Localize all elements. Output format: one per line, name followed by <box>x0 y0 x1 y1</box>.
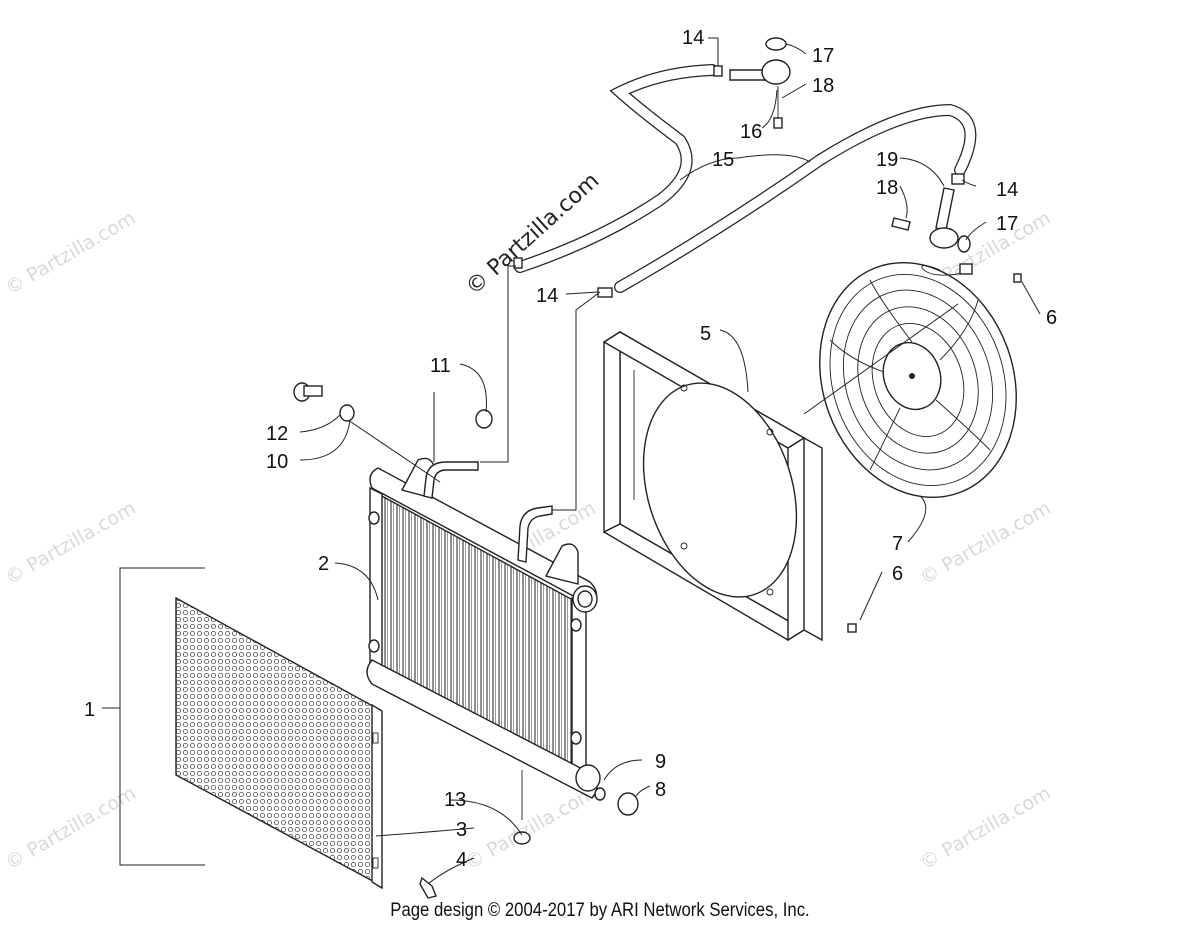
watermark-text: © Partzilla.com <box>2 782 140 874</box>
watermark-text: © Partzilla.com <box>462 782 600 874</box>
watermark-text: © Partzilla.com <box>917 782 1055 874</box>
callout-9: 9 <box>655 751 666 773</box>
copyright-footer: Page design © 2004-2017 by ARI Network S… <box>390 900 810 921</box>
callout-8: 8 <box>655 779 666 801</box>
callout-6-bottom: 6 <box>892 563 903 585</box>
center-watermark: © Partzilla.com <box>461 168 604 300</box>
callout-18-top: 18 <box>812 75 834 97</box>
callout-12: 12 <box>266 423 288 445</box>
part-screen <box>175 596 383 890</box>
watermark-text: © Partzilla.com <box>917 497 1055 589</box>
callout-6-top: 6 <box>1046 307 1057 329</box>
callout-7: 7 <box>892 533 903 555</box>
callout-17-right: 17 <box>996 213 1018 235</box>
watermark-text: © Partzilla.com <box>2 497 140 589</box>
callout-4: 4 <box>456 849 467 871</box>
callout-14-right: 14 <box>996 179 1018 201</box>
callout-10: 10 <box>266 451 288 473</box>
part-hoses <box>513 37 977 298</box>
callout-3: 3 <box>456 819 467 841</box>
part-shroud <box>602 330 823 642</box>
callout-19: 19 <box>876 149 898 171</box>
watermark-text: © Partzilla.com <box>2 207 140 299</box>
callout-13: 13 <box>444 789 466 811</box>
callout-17-top: 17 <box>812 45 834 67</box>
callout-15: 15 <box>712 149 734 171</box>
callout-16: 16 <box>740 121 762 143</box>
part-radiator <box>366 457 601 820</box>
callout-5: 5 <box>700 323 711 345</box>
callout-14-left: 14 <box>536 285 558 307</box>
callout-1: 1 <box>84 699 95 721</box>
callout-18-right: 18 <box>876 177 898 199</box>
callout-14-top: 14 <box>682 27 704 49</box>
part-fan <box>819 261 1017 499</box>
callout-2: 2 <box>318 553 329 575</box>
callout-labels: 1 2 3 4 5 6 6 7 8 9 10 11 12 13 14 14 14… <box>84 27 1057 871</box>
leader-lines <box>110 37 1041 885</box>
callout-11: 11 <box>430 355 451 377</box>
small-hardware <box>293 273 1022 899</box>
